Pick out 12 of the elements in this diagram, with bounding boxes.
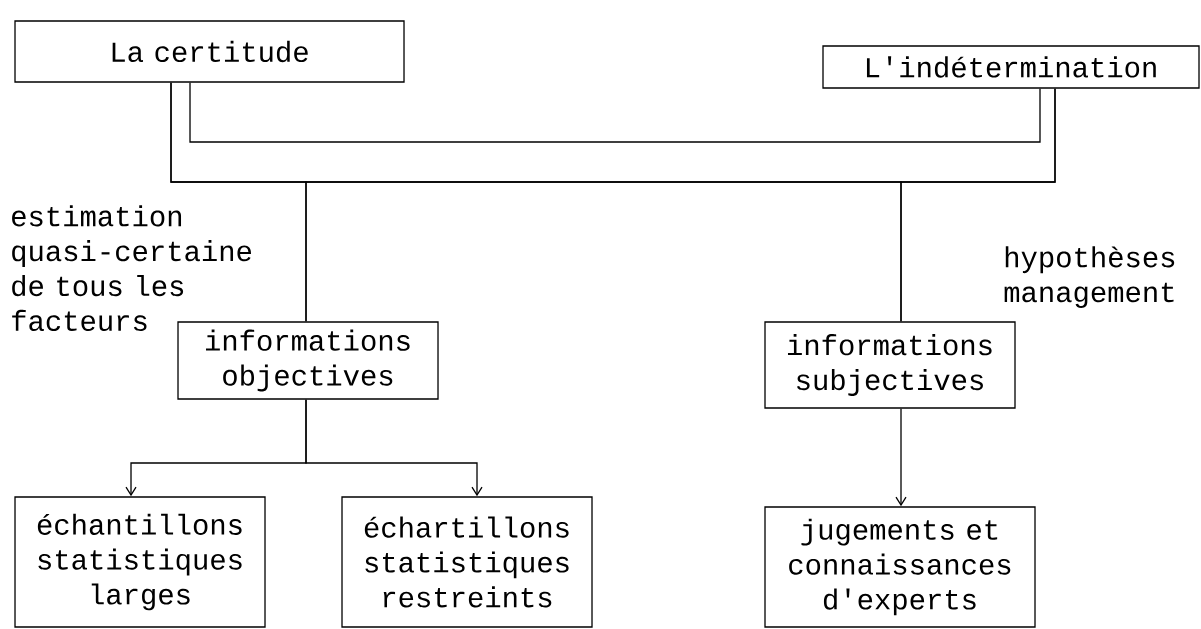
- text-box: L'indétermination: [822, 45, 1200, 89]
- text-box: échantillons statistiques larges: [14, 496, 266, 628]
- connector: [900, 88, 1056, 322]
- connector: [189, 82, 1041, 143]
- connector: [895, 408, 907, 507]
- text-box: informations subjectives: [764, 321, 1016, 409]
- text-box: La certitude: [14, 20, 405, 83]
- text-box: informations objectives: [177, 321, 439, 400]
- annotation: hypothèses management: [1004, 246, 1175, 308]
- text-box: jugements et connaissances d'experts: [764, 506, 1036, 628]
- connector: [305, 399, 483, 497]
- text-box: échartillons statistiques restreints: [341, 496, 593, 628]
